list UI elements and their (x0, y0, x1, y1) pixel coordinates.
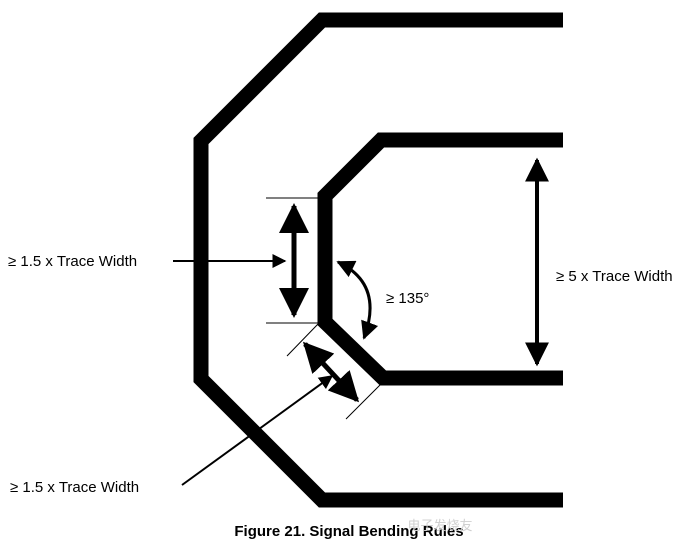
bottom-width-rule-label: ≥ 1.5 x Trace Width (10, 479, 139, 496)
angle-rule-label: ≥ 135° (386, 290, 429, 307)
figure-caption: Figure 21. Signal Bending Rules (234, 523, 463, 540)
angle-arc (336, 260, 379, 340)
diagonal-extension-upper (286, 323, 319, 357)
inner-trace (317, 132, 563, 386)
watermark: 电子发烧友 (407, 518, 472, 533)
spacing-rule-label: ≥ 5 x Trace Width (556, 268, 673, 285)
diagonal-extension-lower (345, 383, 382, 420)
bottom-label-leader-arrow (181, 375, 334, 486)
left-width-rule-label: ≥ 1.5 x Trace Width (8, 253, 137, 270)
diagonal-width-dimension-arrow (302, 341, 360, 403)
